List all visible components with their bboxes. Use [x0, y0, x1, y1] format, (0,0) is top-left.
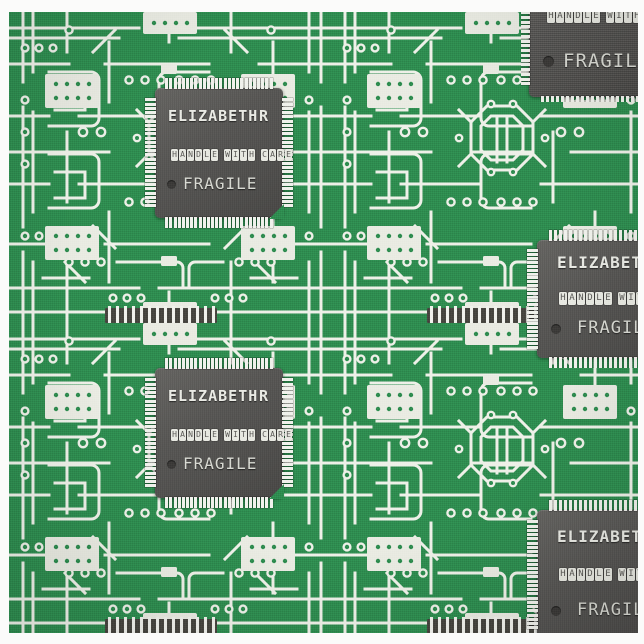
- chip-pins-top: [165, 78, 273, 89]
- chip-pins-left: [145, 378, 156, 488]
- chip-name-label: ELIZABETH: [168, 107, 259, 125]
- chip-fragile-label: FRAGILE: [577, 318, 638, 338]
- chip-pins-top: [549, 230, 638, 241]
- chip-pins-bottom: [549, 357, 638, 368]
- chip-pins-bottom: [165, 497, 273, 508]
- chip-pin1-dot: [543, 56, 554, 67]
- chip-fragile-label: FRAGILE: [183, 454, 258, 473]
- chip-pin1-dot: [167, 460, 176, 469]
- chip-fragile-label: FRAGILE: [183, 174, 258, 193]
- chip-name-label: ELIZABETH: [557, 527, 638, 546]
- chip-name-label: ELIZABETH: [557, 253, 638, 272]
- chip-fragile-label: FRAGILE: [577, 600, 638, 620]
- chip-pin1-dot: [551, 606, 561, 616]
- chip-pins-left: [145, 98, 156, 208]
- chip-pins-top: [165, 358, 273, 369]
- chip-suffix-label: R: [259, 387, 270, 405]
- chip-pin1-dot: [167, 180, 176, 189]
- chip-pin1-dot: [551, 324, 561, 334]
- chip-pins-left: [527, 249, 538, 349]
- chip-name-label: ELIZABETH: [168, 387, 259, 405]
- chip-pins-bottom: [541, 96, 638, 102]
- chip-suffix-label: R: [259, 107, 270, 125]
- chip-pins-left: [521, 12, 530, 86]
- chip-pins-bottom: [165, 217, 273, 228]
- chip-fragile-label: FRAGILE: [563, 50, 638, 72]
- chip-pins-left: [527, 520, 538, 630]
- chip-pins-top: [549, 500, 638, 511]
